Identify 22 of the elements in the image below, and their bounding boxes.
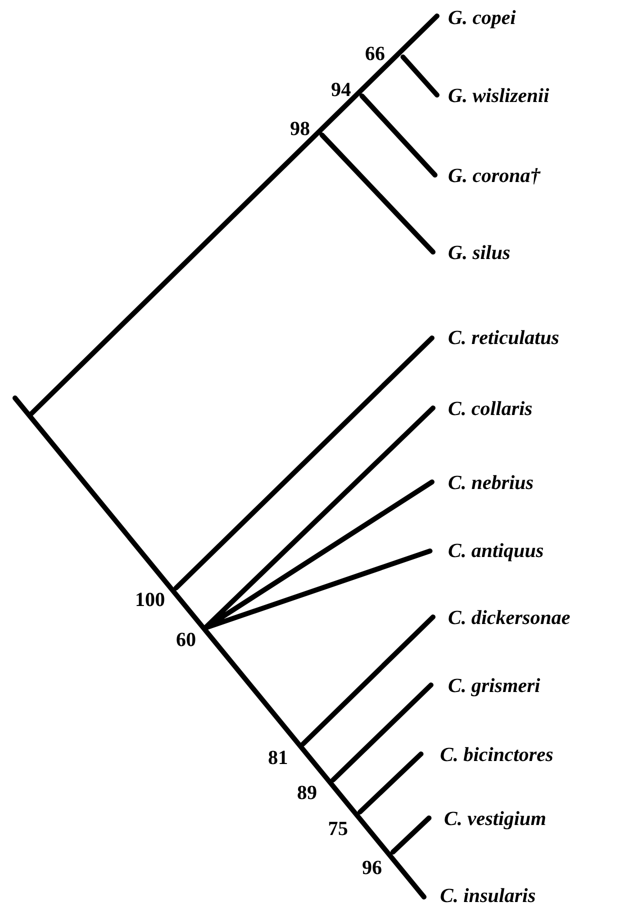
taxon-name: C. nebrius (448, 473, 534, 493)
support-value: 89 (297, 783, 317, 803)
support-value: 100 (135, 590, 165, 610)
taxon-name: C. collaris (448, 399, 532, 419)
taxon-name: C. dickersonae (448, 608, 570, 628)
taxon-name: C. antiquus (448, 541, 544, 561)
taxon-name: G. copei (448, 8, 516, 28)
taxon-name: C. insularis (440, 886, 536, 906)
taxon-name: C. bicinctores (440, 745, 554, 765)
support-value: 60 (176, 630, 196, 650)
support-value: 96 (362, 858, 382, 878)
taxon-name: C. vestigium (444, 809, 546, 829)
taxon-name: G. wislizenii (448, 86, 550, 106)
taxon-name: G. silus (448, 243, 510, 263)
support-value: 75 (328, 819, 348, 839)
taxon-name: C. reticulatus (448, 328, 560, 348)
support-value: 94 (331, 80, 351, 100)
support-value: 66 (365, 44, 385, 64)
taxon-name: G. corona† (448, 166, 540, 186)
taxon-name: C. grismeri (448, 676, 540, 696)
support-value: 81 (268, 748, 288, 768)
support-value: 98 (290, 119, 310, 139)
